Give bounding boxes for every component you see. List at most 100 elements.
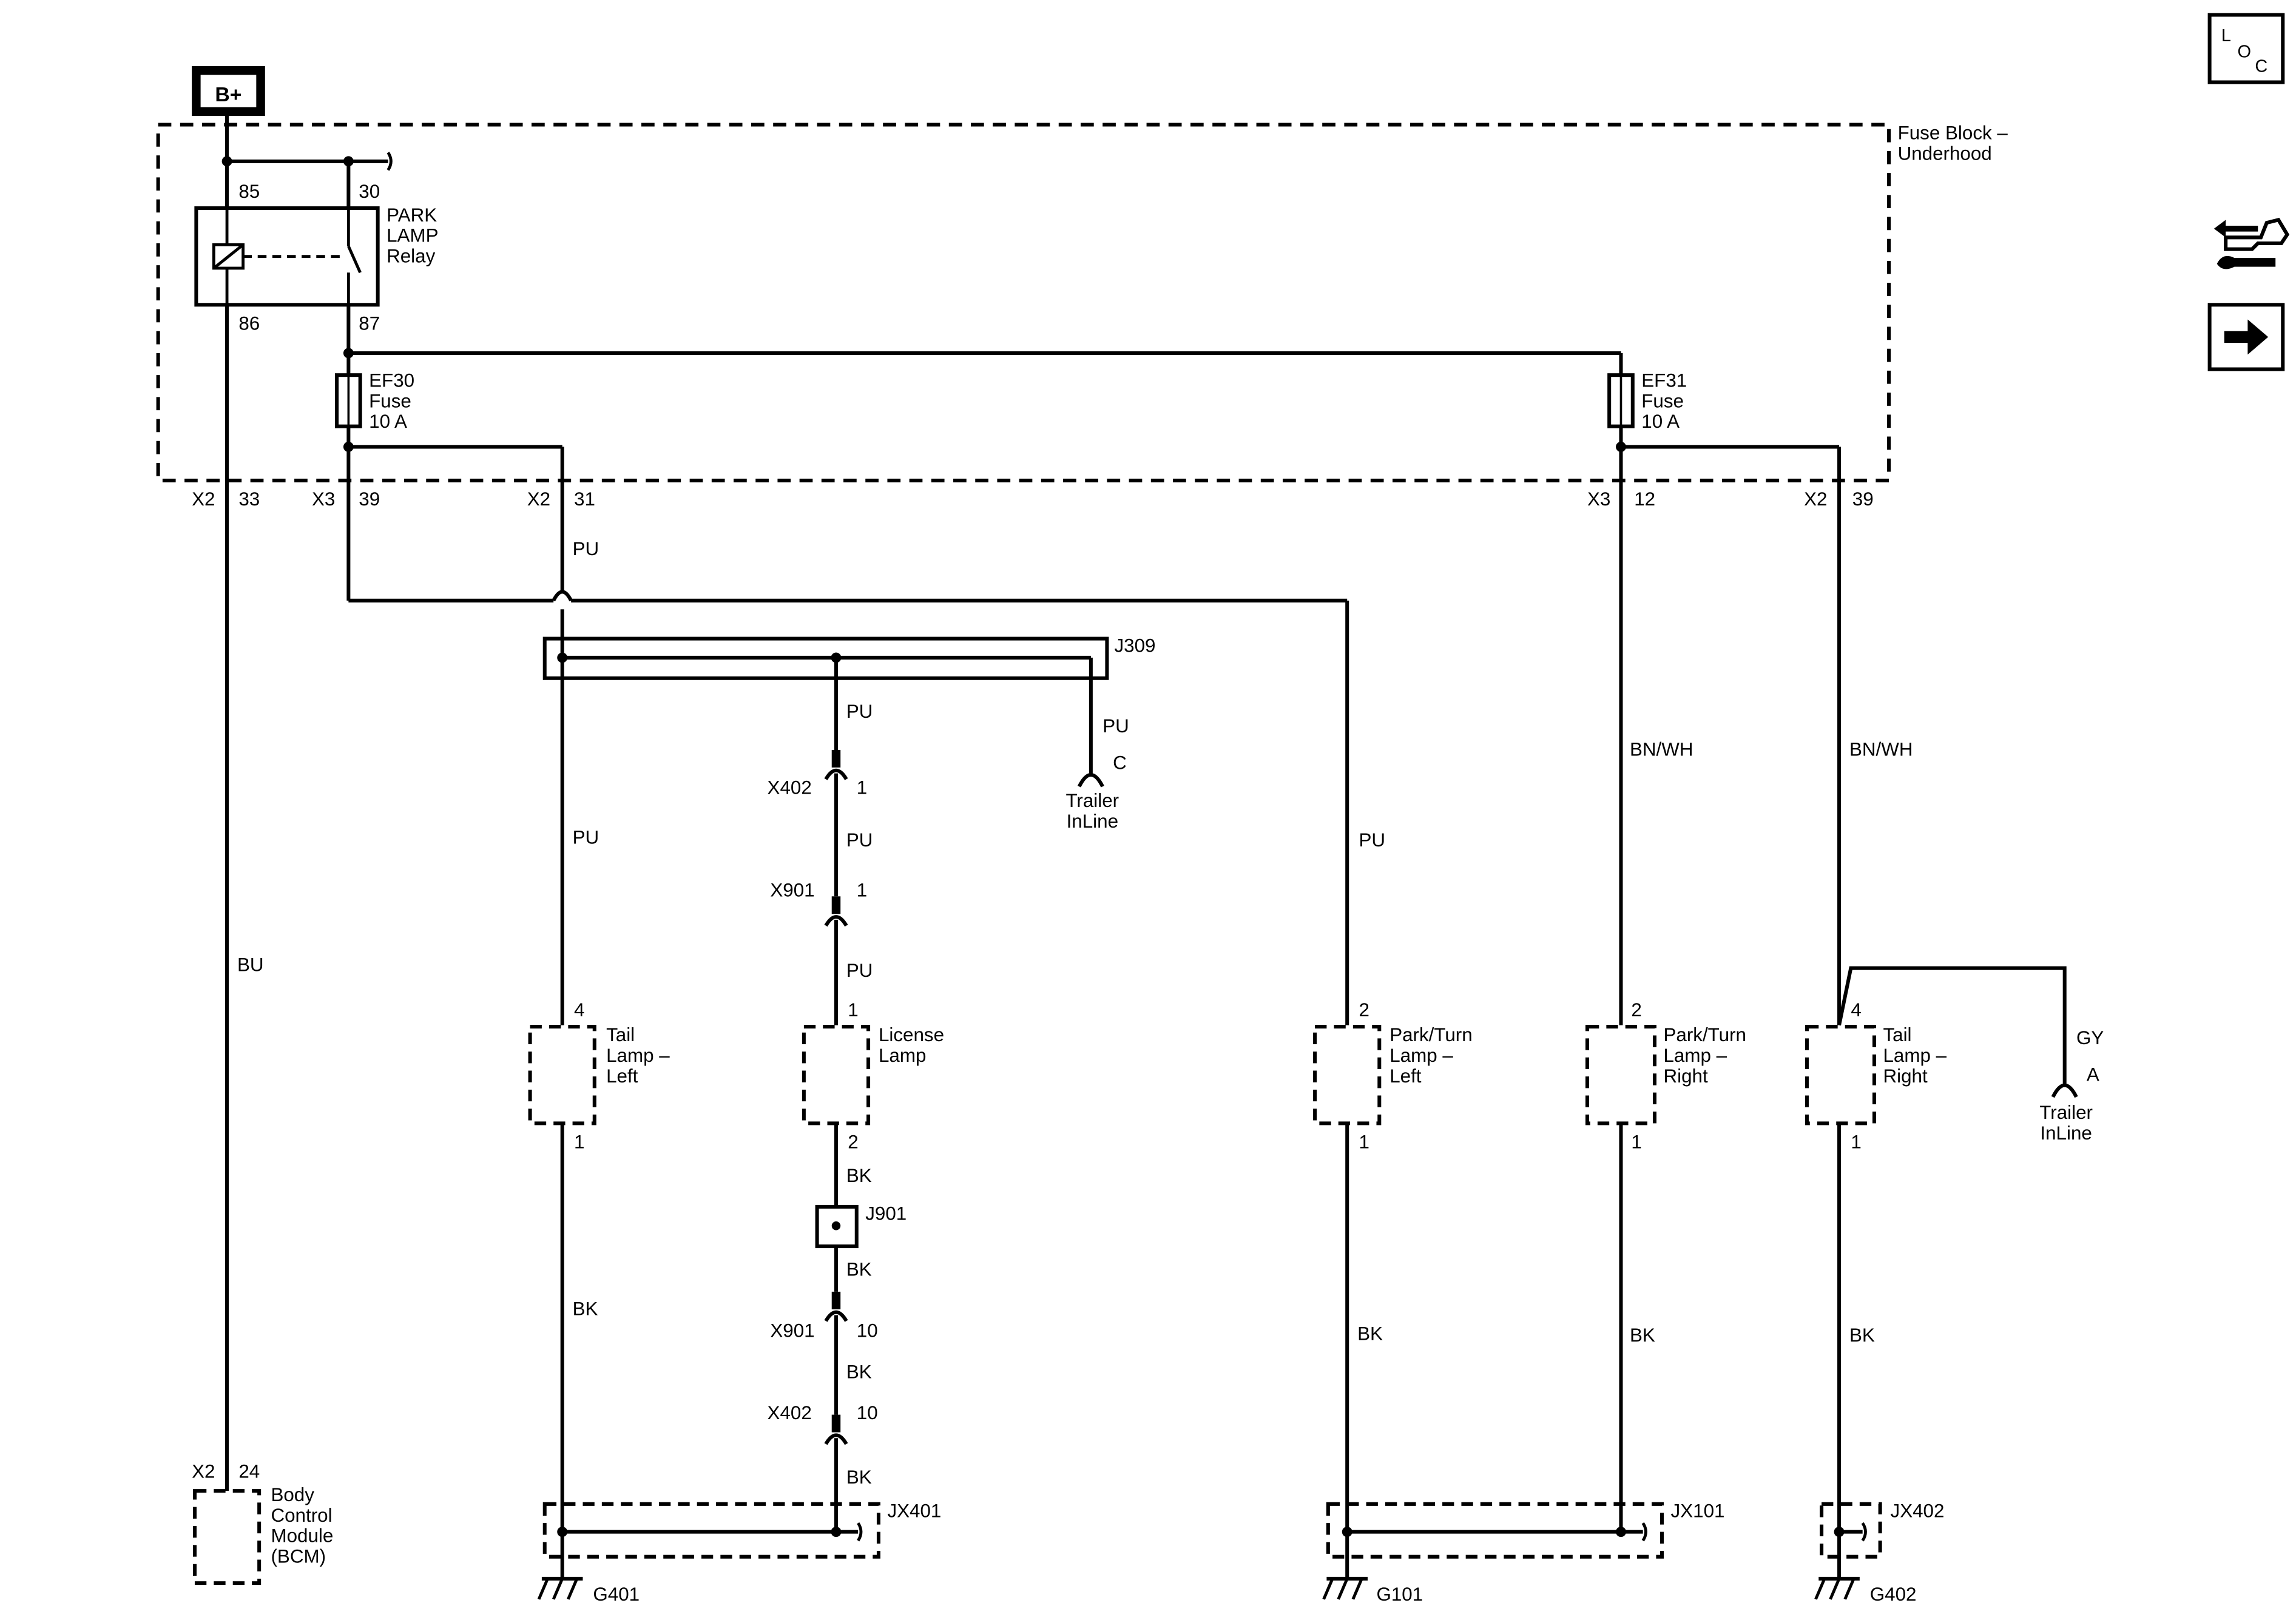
- license-lamp: 1 2 License Lamp: [802, 999, 944, 1152]
- wire-color-bk-x402: BK: [846, 1467, 872, 1488]
- wire-color-bk-tail-right: BK: [1849, 1325, 1875, 1346]
- inline-x901-name: X901: [770, 879, 814, 900]
- wire-color-pu-trailer: PU: [1102, 715, 1129, 737]
- tail-right-pin-top: 4: [1851, 999, 1861, 1021]
- tail-left-label-3: Left: [606, 1065, 638, 1087]
- ground-g401-icon: G401: [537, 1576, 640, 1605]
- wire-color-bnwh-1: BN/WH: [1630, 739, 1693, 760]
- wire-color-pu-x402-x901: PU: [846, 829, 873, 851]
- tail-left-pin-bottom: 1: [574, 1131, 584, 1152]
- splice-j309-label: J309: [1114, 635, 1155, 656]
- wire-color-bk-park-left: BK: [1357, 1323, 1383, 1345]
- bcm-pin: 24: [238, 1460, 260, 1482]
- wire-license-feed: PU X402 1 PU X901 1 PU: [768, 657, 873, 1025]
- inline-x402-name: X402: [768, 777, 812, 798]
- bcm-connector: X2: [192, 1460, 215, 1482]
- wire-color-bk-j901: BK: [846, 1258, 872, 1280]
- wire-color-pu-park-left: PU: [1359, 829, 1386, 851]
- wire-color-bk-park-right: BK: [1630, 1325, 1655, 1346]
- arrow-right-icon[interactable]: [2207, 303, 2285, 371]
- wire-ground-park-left: BK: [1345, 1123, 1383, 1579]
- pin-x3-39-connector: X3: [312, 488, 335, 510]
- wire-color-bk-tail-left: BK: [573, 1298, 598, 1319]
- splice-jx402-label: JX402: [1891, 1501, 1945, 1522]
- ground-g402-label: G402: [1870, 1584, 1917, 1605]
- pin-x3-39-pin: 39: [359, 488, 380, 510]
- park-left-pin-top: 2: [1359, 999, 1369, 1021]
- tail-left-pin-top: 4: [574, 999, 584, 1021]
- wire-ground-tail-right: BK: [1837, 1123, 1875, 1579]
- wire-ef31-right: BN/WH BN/WH: [1616, 426, 1913, 1025]
- battery-terminal: B+: [192, 66, 265, 116]
- trailer-c-label: Trailer: [1065, 790, 1119, 811]
- inline-x402-10-name: X402: [768, 1402, 812, 1423]
- park-turn-lamp-right: 2 1 Park/Turn Lamp – Right: [1585, 999, 1746, 1152]
- bcm-label-3: Module: [271, 1525, 333, 1547]
- park-right-pin-bottom: 1: [1631, 1131, 1641, 1152]
- pin-x2-31-connector: X2: [527, 488, 550, 510]
- fuse-ef31: EF31 Fuse 10 A: [1607, 370, 1687, 432]
- ground-g401-label: G401: [593, 1584, 640, 1605]
- relay-name-3: Relay: [387, 245, 435, 266]
- location-icon[interactable]: L O C: [2207, 13, 2285, 84]
- loc-letter-c: C: [2255, 57, 2267, 76]
- pin-x2-33-connector: X2: [192, 488, 215, 510]
- park-right-label-2: Lamp –: [1663, 1045, 1727, 1066]
- splice-jx401-label: JX401: [887, 1501, 941, 1522]
- bcm-label: Body: [271, 1484, 314, 1505]
- wire-color-pu-x901-license: PU: [846, 960, 873, 981]
- relay-name: PARK: [387, 204, 437, 226]
- wire-color-bu: BU: [237, 954, 264, 975]
- connector-service-icon[interactable]: [2213, 217, 2290, 269]
- inline-x901-10-pin: 10: [857, 1320, 878, 1342]
- park-right-label: Park/Turn: [1663, 1024, 1746, 1045]
- fuse-ef31-rating: 10 A: [1641, 411, 1680, 432]
- pin-x2-33-pin: 33: [238, 488, 260, 510]
- bcm-label-2: Control: [271, 1505, 332, 1526]
- fuse-ef30: EF30 Fuse 10 A: [335, 370, 414, 432]
- license-pin-top: 1: [848, 999, 858, 1021]
- battery-label: B+: [215, 83, 241, 106]
- ground-g101-icon: G101: [1322, 1576, 1423, 1605]
- fuse-ef31-name: EF31: [1641, 370, 1687, 391]
- splice-j901-label: J901: [865, 1203, 907, 1224]
- splice-jx401: JX401: [542, 1501, 941, 1559]
- wire-ground-park-right: BK: [1619, 1123, 1655, 1532]
- pin-x3-12-pin: 12: [1634, 488, 1655, 510]
- inline-x402-pin: 1: [857, 777, 867, 798]
- ground-g402-icon: G402: [1814, 1576, 1917, 1605]
- relay-pin-86: 86: [238, 312, 260, 334]
- park-left-label-3: Left: [1389, 1065, 1422, 1087]
- relay-pin-85: 85: [238, 181, 260, 202]
- fuse-ef30-rating: 10 A: [369, 411, 407, 432]
- pin-x2-39-connector: X2: [1804, 488, 1827, 510]
- park-lamp-relay: 85 30 86 87 PARK LAMP Relay: [194, 111, 439, 334]
- wire-color-bnwh-2: BN/WH: [1849, 739, 1913, 760]
- wire-color-pu-tail-left: PU: [573, 826, 599, 848]
- park-left-pin-bottom: 1: [1359, 1131, 1369, 1152]
- fuse-block-outline: [156, 123, 1891, 482]
- pin-x3-12-connector: X3: [1587, 488, 1610, 510]
- wire-ground-tail-left: BK: [560, 1123, 598, 1579]
- park-left-label: Park/Turn: [1389, 1024, 1473, 1045]
- trailer-a-label: Trailer: [2039, 1102, 2093, 1123]
- wire-color-gy: GY: [2076, 1027, 2104, 1048]
- inline-x402-10-pin: 10: [857, 1402, 878, 1423]
- wire-ground-license: BK J901 BK X901 10 BK X402 10 BK: [768, 1123, 907, 1532]
- trailer-a-label-2: InLine: [2040, 1122, 2092, 1144]
- park-right-label-3: Right: [1663, 1065, 1707, 1087]
- wire-bu-bcm: BU: [225, 305, 264, 1491]
- relay-name-2: LAMP: [387, 225, 438, 246]
- wire-color-bk-license: BK: [846, 1165, 872, 1186]
- park-turn-lamp-left: 2 1 Park/Turn Lamp – Left: [1313, 999, 1473, 1152]
- splice-jx101-label: JX101: [1671, 1501, 1725, 1522]
- fuse-ef31-type: Fuse: [1641, 390, 1684, 411]
- tail-lamp-left: 4 1 Tail Lamp – Left: [528, 999, 670, 1152]
- trailer-c-pin: C: [1113, 752, 1127, 773]
- loc-letter-l: L: [2221, 26, 2231, 46]
- loc-letter-o: O: [2237, 42, 2251, 61]
- tail-right-label-3: Right: [1883, 1065, 1927, 1087]
- wire-ef30-x3-39: PU: [346, 447, 1386, 1025]
- inline-x901-pin: 1: [857, 879, 867, 900]
